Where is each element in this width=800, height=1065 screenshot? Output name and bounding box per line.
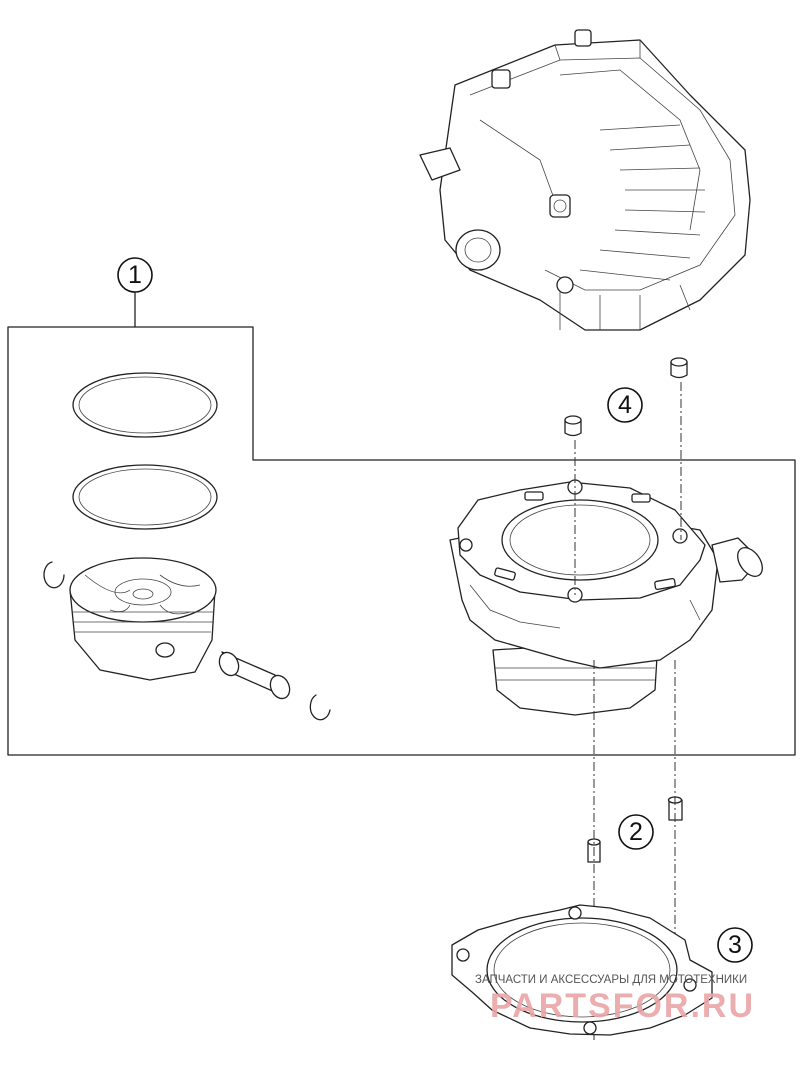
piston-ring-top <box>72 372 218 438</box>
piston-pin-circlip-left <box>43 561 65 589</box>
watermark-brand: PARTSFOR.RU <box>490 987 755 1025</box>
callout-1[interactable]: 1 <box>117 257 153 293</box>
callout-4[interactable]: 4 <box>607 387 643 423</box>
callout-2[interactable]: 2 <box>618 814 654 850</box>
callout-1-label: 1 <box>128 261 142 289</box>
piston-ring-bottom <box>72 464 218 530</box>
piston <box>69 557 217 681</box>
piston-pin-circlip-right <box>309 694 331 721</box>
watermark-tagline: ЗАПЧАСТИ И АКСЕССУАРЫ ДЛЯ МОТОТЕХНИКИ <box>475 974 747 986</box>
piston-pin <box>218 651 291 700</box>
callout-2-label: 2 <box>629 818 643 846</box>
cylinder-head <box>419 29 751 331</box>
dowel-sleeve-top-left <box>564 415 582 437</box>
callout-3-label: 3 <box>728 931 742 959</box>
dowel-sleeve-top-right <box>670 357 688 379</box>
piston-kit-group-frame <box>7 326 796 756</box>
callout-4-label: 4 <box>618 391 632 419</box>
callout-3[interactable]: 3 <box>717 927 753 963</box>
cylinder-base-gasket <box>451 904 713 1036</box>
cylinder <box>449 479 763 716</box>
